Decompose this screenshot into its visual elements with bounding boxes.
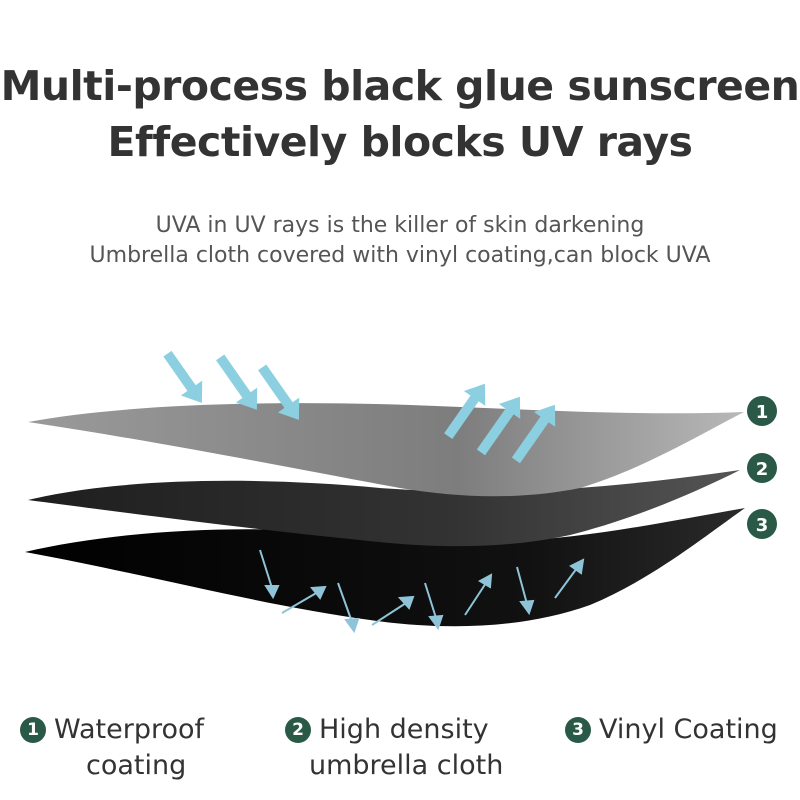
uv-bounce-arrow-icon [371,595,415,626]
headline-line-2: Effectively blocks UV rays [107,118,693,166]
uv-reflected-arrows [444,383,556,464]
legend-label-line-2: coating [86,750,187,781]
uv-bounce-arrow-icon [516,566,535,616]
uv-incoming-arrow-icon [163,350,203,403]
legend-label-line-2: umbrella cloth [309,750,504,781]
uv-incoming-arrows [163,350,300,420]
uv-bounce-arrow-icon [281,585,327,614]
uv-bounce-arrow-icon [259,549,280,600]
legend-number-badge: 3 [565,717,591,743]
uv-reflected-arrow-icon [476,396,521,456]
uv-incoming-arrow-icon [216,354,258,410]
uv-incoming-arrow-icon [258,364,300,420]
layer-badge-2: 2 [747,453,777,483]
legend-item-vinyl-coating: 3 Vinyl Coating [565,712,795,748]
uv-bounce-arrow-icon [554,558,585,599]
uv-bounce-arrow-icon [464,573,493,616]
uv-bounce-arrows [259,549,585,634]
uv-bounce-arrow-icon [424,582,444,631]
legend-item-waterproof-coating: 1 Waterproof coating [20,712,240,784]
uv-reflected-arrow-icon [444,383,486,439]
subheading-line-1: UVA in UV rays is the killer of skin dar… [155,213,645,238]
legend-label-line-1: Vinyl Coating [599,714,778,745]
legend-number-badge: 1 [20,717,46,743]
layer-3-vinyl-coating [25,508,745,627]
legend-number-badge: 2 [285,717,311,743]
svg-text:2: 2 [756,459,769,480]
subheading-line-2: Umbrella cloth covered with vinyl coatin… [89,243,711,268]
svg-text:1: 1 [756,402,769,423]
svg-text:3: 3 [756,515,769,536]
layer-1-waterproof-coating [28,403,744,497]
layer-badge-1: 1 [747,396,777,426]
uv-bounce-arrow-icon [337,582,360,634]
legend-label-line-1: Waterproof [54,714,205,745]
legend-item-high-density-cloth: 2 High density umbrella cloth [285,712,545,784]
layer-badge-3: 3 [747,509,777,539]
uv-reflected-arrow-icon [511,404,556,464]
legend-label-line-1: High density [319,714,489,745]
headline-line-1: Multi-process black glue sunscreen [0,62,800,110]
